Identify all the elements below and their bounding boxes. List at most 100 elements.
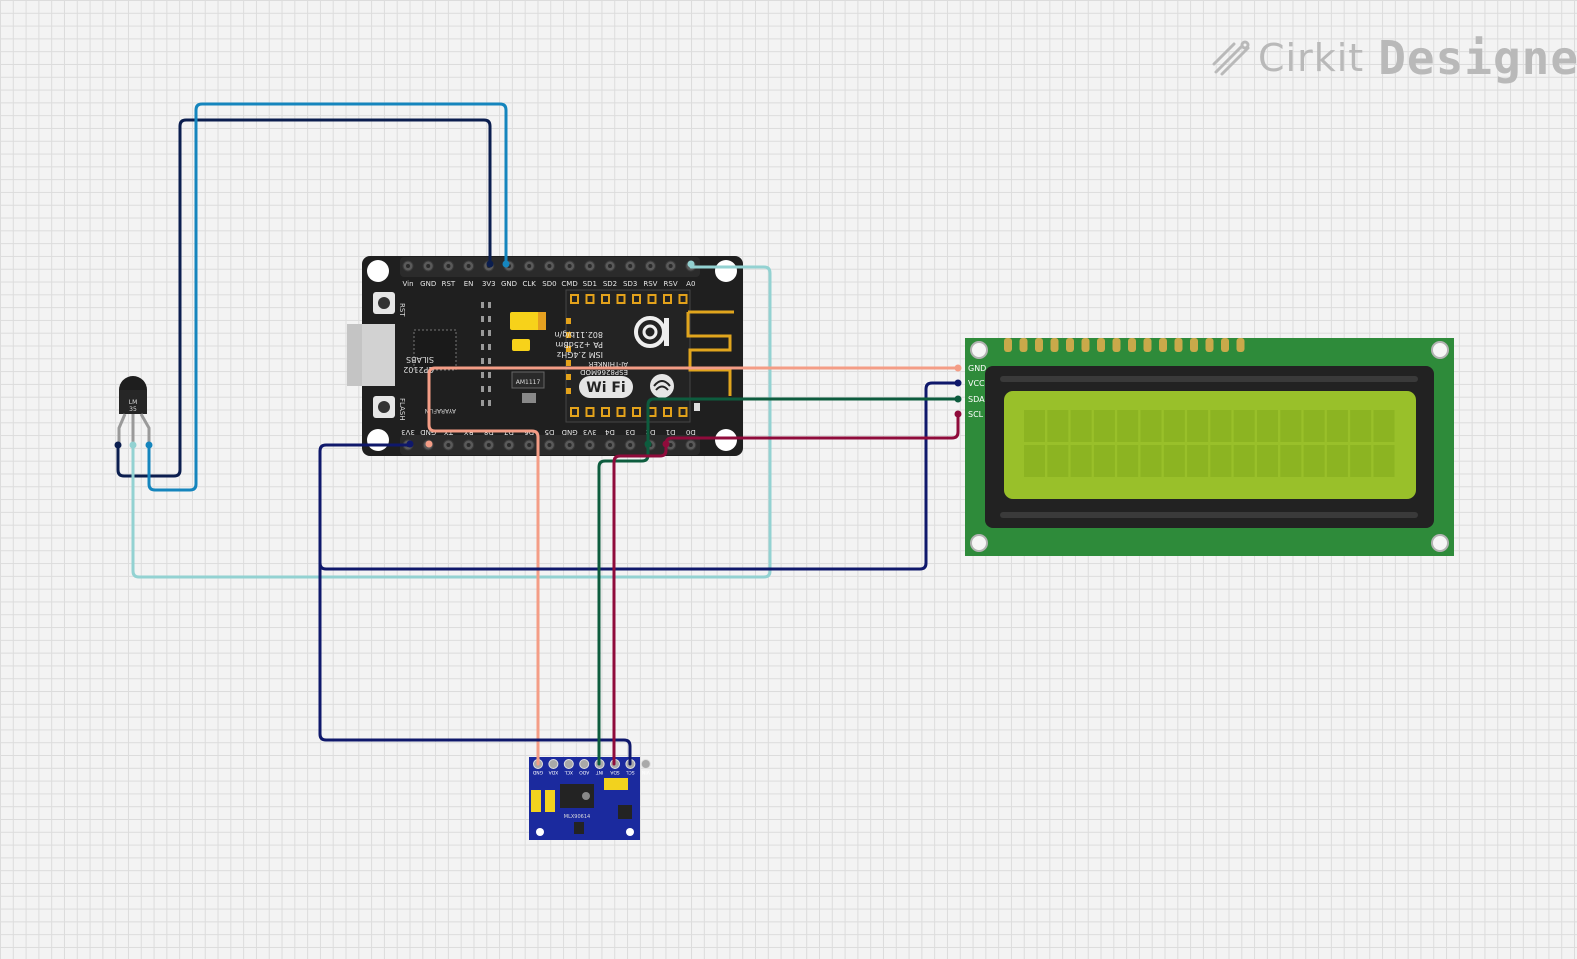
wire-lm35-gnd-to-esp-gnd[interactable]: [116, 118, 492, 478]
esp-pin-label: D2: [645, 428, 655, 436]
esp-pin-label: SD0: [542, 280, 556, 288]
wire-endpoint[interactable]: [145, 441, 153, 449]
esp-pin-label: SD2: [603, 280, 617, 288]
mounting-hole: [715, 429, 737, 451]
wire-endpoint[interactable]: [954, 395, 962, 403]
circuit-pen-icon: [1212, 40, 1250, 76]
wire-endpoint[interactable]: [954, 379, 962, 387]
lm35-label-line1: LM: [129, 399, 138, 406]
lcd-char-cell: [1373, 410, 1395, 442]
lcd-char-cell: [1303, 410, 1325, 442]
lcd-char-cell: [1047, 445, 1069, 477]
lcd-pin-label: SDA: [968, 395, 985, 404]
lcd-char-cell: [1187, 445, 1209, 477]
wire-lcd-sda-to-sensor-sda[interactable]: [597, 397, 960, 766]
lcd-header-pin: [1066, 338, 1074, 352]
wire-endpoint[interactable]: [425, 440, 433, 448]
lcd-char-cell: [1373, 445, 1395, 477]
esp-pin-label: GND: [501, 280, 517, 288]
lcd-char-cell: [1257, 445, 1278, 477]
wire-endpoint[interactable]: [114, 441, 122, 449]
lcd-header-pin: [1143, 338, 1152, 352]
lcd-header-pin: [1035, 338, 1043, 352]
wire-lcd-gnd-to-sensor-gnd[interactable]: [427, 366, 960, 766]
lcd-char-cell: [1047, 410, 1069, 442]
wire-endpoint[interactable]: [486, 260, 494, 268]
lcd-char-cell: [1233, 410, 1255, 442]
lcd-header-pin: [1236, 338, 1245, 352]
esp-pin-label: GND: [562, 428, 578, 436]
esp-pin-label: EN: [464, 280, 474, 288]
wire-lm35-vcc-to-esp-3v3[interactable]: [147, 102, 508, 492]
flash-button-label: FLASH: [398, 398, 406, 421]
regulator-label: AM1117: [516, 379, 541, 386]
lcd-char-cell: [1070, 445, 1092, 477]
lcd-header-pin: [1221, 338, 1229, 352]
esp-pin-label: A0: [686, 280, 695, 288]
esp-pin-label: D0: [686, 428, 696, 436]
module-band-label: ISM 2.4GHz: [557, 350, 603, 359]
esp-pin-label: 3V3: [583, 428, 597, 436]
module-pad: [566, 360, 571, 366]
sensor-pin-ado[interactable]: [579, 759, 590, 769]
module-power-label: PA +25dBm: [555, 340, 603, 349]
lm35-temperature-sensor[interactable]: LM 35: [117, 376, 151, 445]
lcd-char-cell: [1024, 410, 1045, 442]
wire-endpoint[interactable]: [644, 440, 652, 448]
wire-endpoint[interactable]: [954, 410, 962, 418]
lcd-header-pin: [1190, 338, 1198, 352]
sensor-pin-label: XDA: [548, 769, 558, 775]
esp-pin-label: SD3: [623, 280, 637, 288]
lcd-char-cell: [1140, 445, 1162, 477]
module-standard-label: 802.11b/g/n: [554, 330, 603, 339]
esp-pin-label: RSV: [643, 280, 657, 288]
sensor-pin-label: INT: [596, 769, 604, 775]
wire-lm35-out-to-esp-a0[interactable]: [131, 265, 772, 579]
esp-pin-label: D5: [544, 428, 554, 436]
lcd-char-cell: [1210, 445, 1232, 477]
lcd-char-cell: [1093, 445, 1115, 477]
esp-pin-label: SD1: [583, 280, 597, 288]
wire-endpoint[interactable]: [954, 364, 962, 372]
module-model-label: ESP8266MOD: [580, 368, 628, 376]
sensor-pin-label: VIN: [642, 769, 650, 775]
wire-endpoint[interactable]: [502, 260, 510, 268]
usb-chip-model-label: CP2102: [403, 365, 434, 374]
lcd-char-cell: [1326, 410, 1348, 442]
wire-lcd-scl-to-sensor-scl[interactable]: [612, 412, 960, 766]
wire-endpoint[interactable]: [687, 260, 695, 268]
lcd-pin-label: GND: [968, 364, 986, 373]
wire-endpoint[interactable]: [662, 440, 670, 448]
module-pad: [566, 346, 571, 352]
esp-pin-label: D1: [666, 428, 676, 436]
lcd-header-pin: [1112, 338, 1121, 352]
esp-pin-label: 3V3: [401, 428, 415, 436]
esp-pin-label: CLK: [523, 280, 537, 288]
sensor-pin-vin[interactable]: [640, 759, 651, 769]
lcd-char-cell: [1280, 410, 1302, 442]
lcd-char-cell: [1326, 445, 1348, 477]
lcd-header-pin: [1128, 338, 1136, 352]
wire-endpoint[interactable]: [406, 440, 414, 448]
wire-lcd-vcc-to-esp-3v3[interactable]: [318, 381, 960, 766]
esp-pin-label: 3V3: [482, 280, 496, 288]
lcd-header-pin: [1205, 338, 1214, 352]
wire-endpoint[interactable]: [129, 441, 137, 449]
sensor-pin-xcl[interactable]: [563, 759, 574, 769]
usb-chip-label: SILABS: [406, 355, 434, 364]
sensor-pin-xda[interactable]: [548, 759, 559, 769]
lcd-char-cell: [1350, 410, 1372, 442]
lm35-gnd-lead: [139, 413, 151, 445]
lcd-char-cell: [1117, 410, 1139, 442]
lcd-header-pin: [1081, 338, 1090, 352]
lcd-header-pin: [1159, 338, 1167, 352]
lm35-vs-lead: [117, 413, 127, 445]
esp-pin-label: GND: [420, 280, 436, 288]
maker-label: AYARAFUN: [425, 407, 456, 414]
esp-pin-label: RST: [442, 280, 456, 288]
sensor-chip-label: MLX90614: [564, 814, 590, 820]
